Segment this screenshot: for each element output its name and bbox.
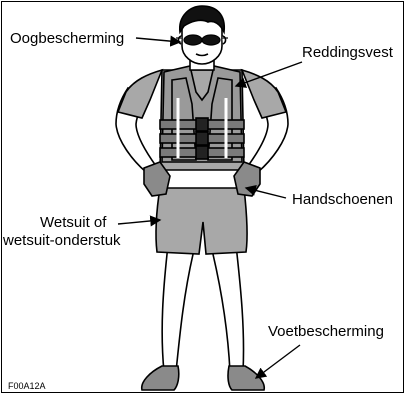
arrow-wetsuit <box>118 220 160 224</box>
figure-code: F00A12A <box>8 381 46 391</box>
label-eye-protection: Oogbescherming <box>10 30 124 48</box>
arrow-eye <box>136 38 180 42</box>
label-wetsuit-line1: Wetsuit of <box>40 214 106 232</box>
arrow-foot <box>256 345 300 378</box>
label-foot-protection: Voetbescherming <box>268 323 384 341</box>
label-life-vest: Reddingsvest <box>302 44 393 62</box>
legs <box>162 245 243 372</box>
shorts <box>156 188 247 254</box>
boots <box>142 366 265 390</box>
label-gloves: Handschoenen <box>292 191 393 209</box>
label-wetsuit-line2: wetsuit-onderstuk <box>3 232 121 250</box>
